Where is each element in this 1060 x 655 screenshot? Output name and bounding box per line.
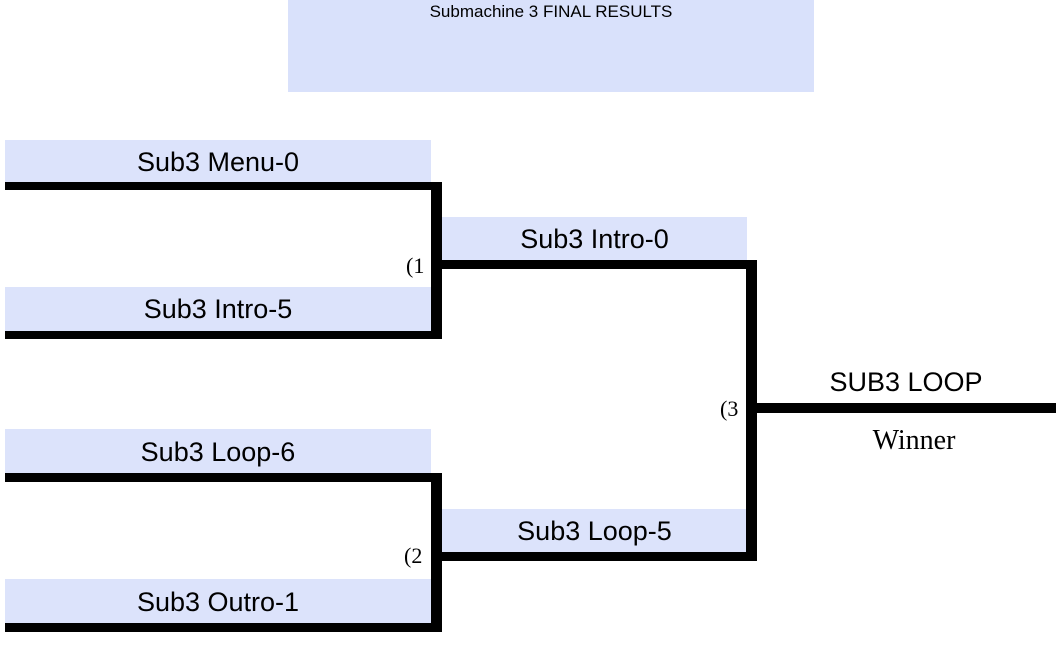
slot-match1-top: Sub3 Menu-0 — [5, 140, 431, 182]
bracket-line-match2-top — [5, 473, 442, 482]
champion-name: SUB3 LOOP — [829, 367, 983, 397]
bracket-line-match1-bottom — [5, 331, 442, 339]
slot-match2-bottom: Sub3 Outro-1 — [5, 579, 431, 623]
bracket-line-match1-top — [5, 182, 442, 190]
bracket-line-match3-bottom — [431, 552, 757, 561]
bracket-title-box: Submachine 3 FINAL RESULTS — [288, 0, 814, 92]
match-number-1: (1 — [406, 253, 425, 278]
winner-label: Winner — [872, 425, 956, 456]
slot-match3-bottom: Sub3 Loop-5 — [442, 509, 747, 552]
slot-match1-bottom: Sub3 Intro-5 — [5, 287, 431, 331]
slot-match2-top: Sub3 Loop-6 — [5, 429, 431, 473]
slot-match3-top: Sub3 Intro-0 — [442, 217, 747, 260]
bracket-line-match2-bottom — [5, 623, 442, 632]
match-number-3: (3 — [720, 396, 739, 421]
bracket-line-final — [746, 403, 1056, 413]
match-number-2: (2 — [404, 543, 423, 568]
bracket-title: Submachine 3 FINAL RESULTS — [429, 2, 673, 21]
bracket-line-match3-top — [431, 260, 757, 269]
